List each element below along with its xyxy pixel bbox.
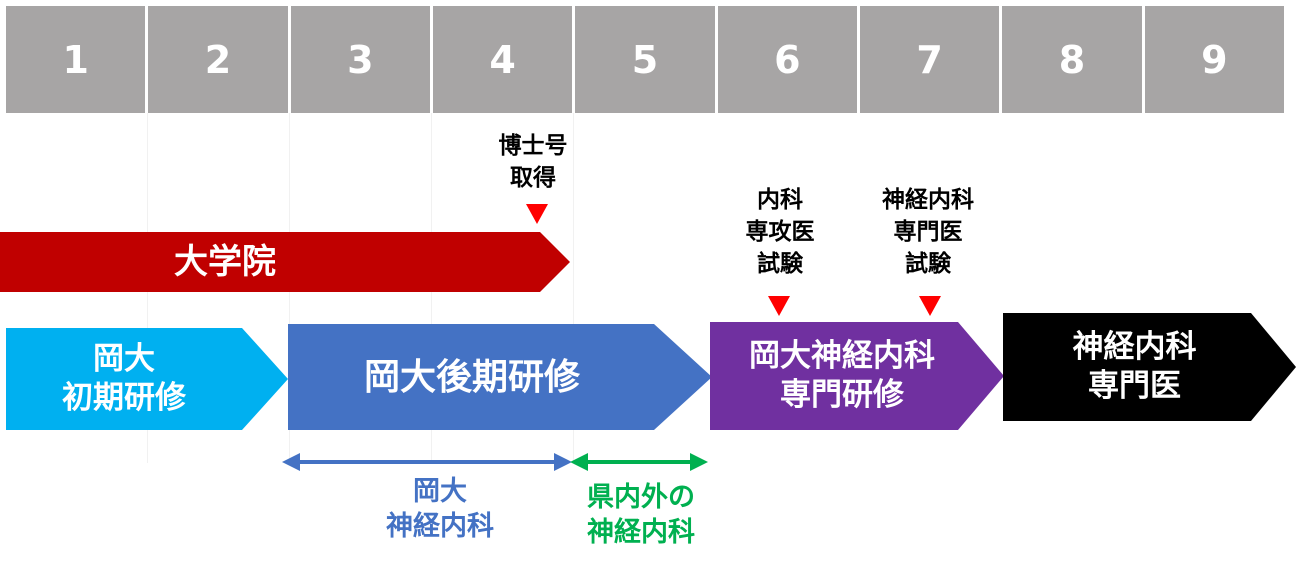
year-cell: 4 [432,6,576,113]
block-line: 神経内科 [1072,329,1197,366]
column-guide [573,113,574,463]
phd-milestone-label: 博士号 取得 [468,130,598,194]
block-line: 初期研修 [62,380,186,416]
neuro-exam-label: 神経内科 専門医 試験 [858,184,998,281]
okayama-neuro-range-label: 岡大 神経内科 [340,474,540,544]
late-training-label: 岡大後期研修 [363,356,580,398]
internal-exam-label: 内科 専攻医 試験 [710,184,850,281]
range-line: 岡大 [413,476,467,507]
year-cell: 8 [1002,6,1145,113]
regional-neuro-range-label: 県内外の 神経内科 [561,480,721,550]
milestone-line: 試験 [905,251,951,278]
milestone-line: 内科 [757,187,803,213]
late-training-block: 岡大後期研修 [288,324,712,430]
year-cell: 9 [1144,6,1284,113]
milestone-line: 博士号 [498,133,568,159]
milestone-line: 専門医 [893,219,963,246]
year-cell: 6 [717,6,860,113]
neuro-training-block: 岡大神経内科 専門研修 [710,322,1004,430]
range-line: 県内外の [587,482,695,513]
year-cell: 2 [148,6,291,113]
graduate-school-bar: 大学院 [0,232,570,292]
range-line: 神経内科 [386,511,494,543]
specialist-block: 神経内科 専門医 [1003,313,1296,421]
block-line: 岡大 [93,341,155,378]
okayama-neuro-range-arrow [282,453,572,471]
block-line: 専門研修 [780,377,904,413]
early-training-block: 岡大 初期研修 [6,328,288,430]
year-cell: 3 [290,6,433,113]
year-cell: 5 [575,6,718,113]
year-header: 1 2 3 4 5 6 7 8 9 [6,6,1284,113]
block-line: 専門医 [1088,368,1181,404]
milestone-line: 専攻医 [745,219,815,246]
range-line: 神経内科 [587,517,695,549]
milestone-line: 試験 [757,251,803,278]
milestone-line: 取得 [510,165,556,192]
regional-neuro-range-arrow [570,453,708,471]
internal-exam-marker-icon [768,296,790,316]
year-cell: 1 [6,6,149,113]
neuro-exam-marker-icon [919,296,941,316]
milestone-line: 神経内科 [882,187,974,213]
block-line: 岡大神経内科 [749,338,935,375]
graduate-school-label: 大学院 [174,241,276,282]
year-cell: 7 [859,6,1003,113]
phd-marker-icon [526,204,548,224]
